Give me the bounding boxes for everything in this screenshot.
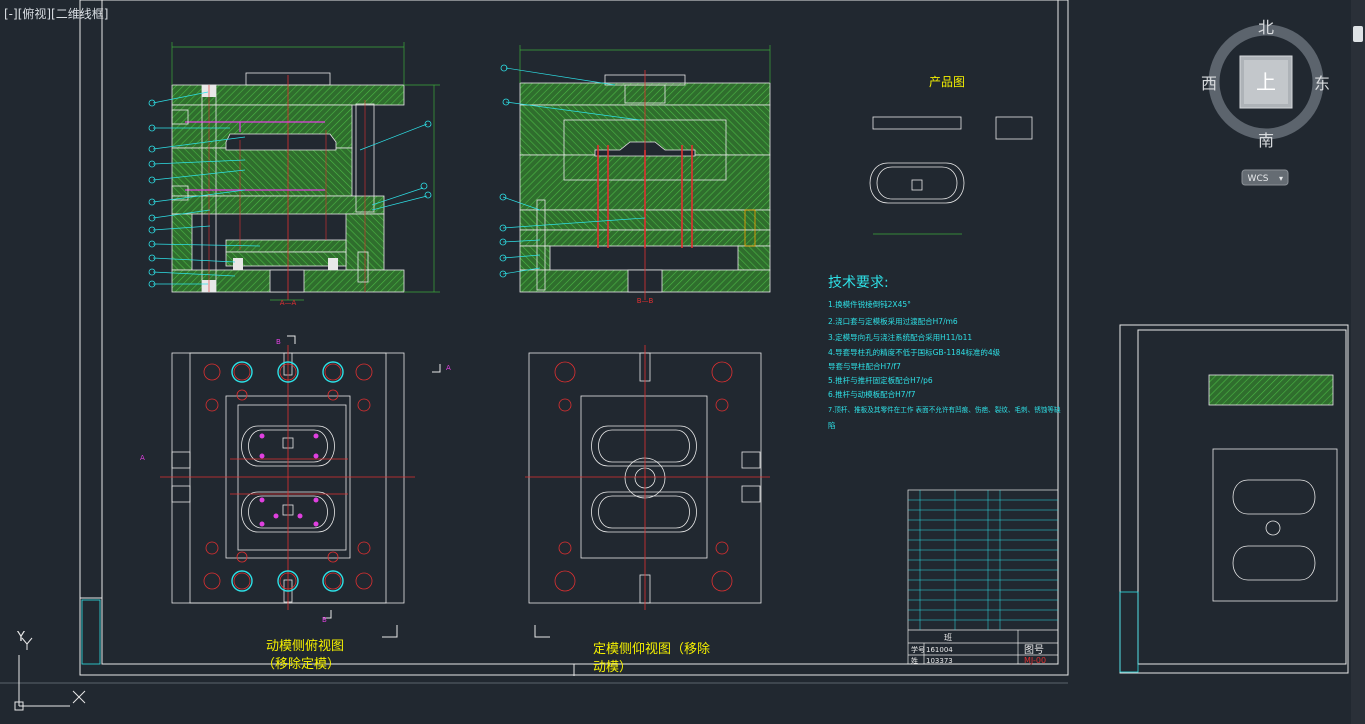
tech-item-2: 2.浇口套与定模板采用过渡配合H7/m6 — [828, 316, 958, 326]
viewcube[interactable] — [1208, 24, 1324, 140]
ucs-y-label: Y — [17, 630, 25, 645]
section-bb-label: B—B — [637, 297, 654, 305]
tech-item-4b: 导套与导柱配合H7/f7 — [828, 361, 901, 371]
moving-mold-fittings — [171, 451, 191, 503]
tb-row2-label: 姓 — [911, 656, 918, 665]
tb-row2-value: 103373 — [926, 657, 953, 665]
second-sheet-frame — [1119, 324, 1349, 674]
fixed-mold-holes — [525, 345, 770, 610]
moving-mold-ejector-pins — [259, 433, 319, 527]
viewcube-north[interactable]: 北 — [1258, 18, 1274, 37]
section-view-bb — [499, 45, 771, 300]
viewcube-west[interactable]: 西 — [1201, 74, 1217, 93]
caption-fixed-line1: 定模侧仰视图（移除 — [593, 642, 710, 657]
second-sheet-drawing — [1208, 374, 1338, 602]
viewcube-face-label[interactable]: 上 — [1256, 70, 1276, 94]
moving-mold-holes — [160, 345, 415, 610]
tech-item-6: 6.推杆与动模板配合H7/f7 — [828, 389, 916, 399]
marker-a-left: A — [140, 454, 145, 462]
tech-item-3: 3.定模导向孔与浇注系统配合采用H11/b11 — [828, 332, 972, 342]
tech-item-1: 1.换模件锐棱倒钝2X45° — [828, 299, 911, 309]
wcs-label[interactable]: WCS — [1248, 174, 1269, 184]
tech-title: 技术要求: — [828, 275, 889, 291]
viewcube-east[interactable]: 东 — [1314, 74, 1330, 93]
drawing-frame — [0, 0, 1069, 684]
product-drawing — [869, 116, 1033, 235]
tech-item-4: 4.导套导柱孔的精度不低于国标GB-1184标准的4级 — [828, 347, 1001, 357]
tb-row1-value: 161004 — [926, 646, 953, 654]
wcs-button[interactable] — [1241, 169, 1289, 186]
marker-b-top: B — [276, 338, 281, 346]
scrollbar-thumb[interactable] — [1353, 26, 1363, 42]
tb-class-label: 班 — [944, 632, 952, 642]
viewport-label[interactable]: [-][俯视][二维线框] — [4, 7, 109, 21]
title-block — [907, 489, 1059, 665]
parts-list-rows — [908, 490, 1058, 630]
marker-a-right: A — [446, 364, 451, 372]
tb-drawing-no: MJ-00 — [1024, 656, 1046, 665]
ucs-icon — [14, 637, 86, 711]
caption-moving-line2: （移除定模） — [262, 657, 340, 672]
tb-row1-label: 学号 — [911, 645, 925, 654]
caption-moving-line1: 动模侧俯视图 — [266, 638, 344, 654]
wcs-dropdown-icon[interactable]: ▾ — [1279, 174, 1283, 183]
caption-fixed-line2: 动模） — [593, 660, 632, 675]
section-aa-label: A—A — [280, 299, 297, 307]
section-view-aa — [148, 42, 440, 301]
tech-item-7b: 陷 — [828, 420, 836, 430]
tb-drawing-no-label: 图号 — [1024, 644, 1044, 656]
tech-items: 1.换模件锐棱倒钝2X45° 2.浇口套与定模板采用过渡配合H7/m6 3.定模… — [828, 299, 1061, 430]
moving-mold-teal-rings — [231, 361, 344, 592]
product-title: 产品图 — [929, 75, 965, 89]
vertical-scrollbar[interactable] — [1351, 0, 1365, 724]
tech-item-5: 5.推杆与推杆固定板配合H7/p6 — [828, 375, 933, 385]
marker-b-bottom: B — [322, 616, 327, 624]
tech-item-7: 7.顶杆、推板及其零件在工作 表面不允许有凹痕、伤疤、裂纹、毛刺、锈蚀等缺 — [828, 405, 1061, 414]
viewcube-south[interactable]: 南 — [1258, 131, 1274, 150]
